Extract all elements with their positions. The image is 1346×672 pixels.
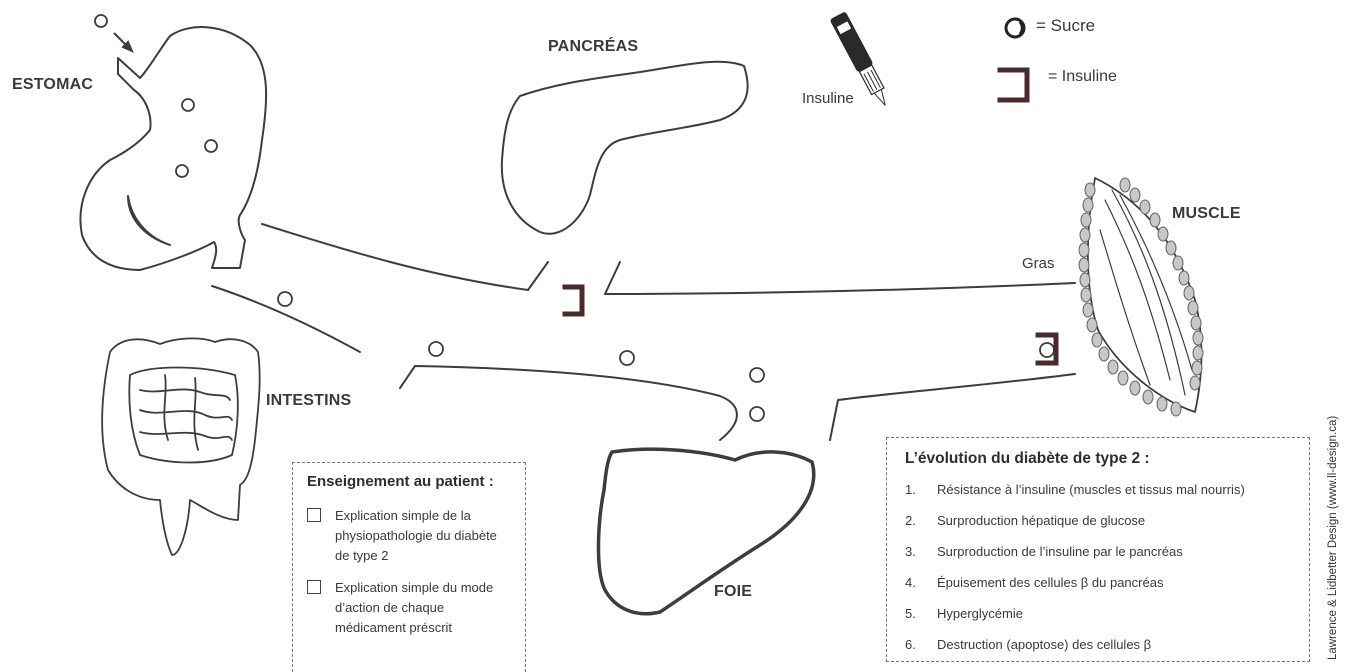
sugar-molecule	[749, 367, 765, 383]
checkbox[interactable]	[307, 580, 321, 594]
intestines-label: INTESTINS	[266, 392, 352, 409]
muscle-fiber	[1099, 189, 1193, 396]
sugar-molecule	[277, 291, 293, 307]
insulin-molecule	[1035, 332, 1059, 366]
pancreas-label: PANCRÉAS	[548, 38, 639, 55]
vessel-intestine-top	[211, 285, 361, 353]
evolution-item: 5.Hyperglycémie	[905, 606, 1023, 621]
sugar-molecule	[1039, 342, 1055, 358]
patient-education-box: Enseignement au patient : Explication si…	[292, 462, 526, 672]
evolution-item: 3.Surproduction de l’insuline par le pan…	[905, 544, 1183, 559]
muscle-label: MUSCLE	[1172, 205, 1241, 222]
patient-education-item: Explication simple de la physiopathologi…	[307, 506, 513, 566]
sugar-molecule	[619, 350, 635, 366]
insulin-pen-label: Insuline	[802, 90, 854, 107]
evolution-item: 6.Destruction (apoptose) des cellules β	[905, 637, 1152, 652]
evolution-item: 2.Surproduction hépatique de glucose	[905, 513, 1146, 528]
evolution-title: L’évolution du diabète de type 2 :	[905, 450, 1150, 467]
evolution-box: L’évolution du diabète de type 2 : 1.Rés…	[886, 437, 1310, 662]
sugar-molecule	[428, 341, 444, 357]
liver-shape	[596, 447, 816, 616]
pancreas-shape	[500, 60, 749, 235]
checkbox[interactable]	[307, 508, 321, 522]
legend-sugar: = Sucre	[1036, 16, 1096, 35]
insulin-legend-symbol	[997, 67, 1030, 103]
evolution-item: 1.Résistance à l’insuline (muscles et ti…	[905, 482, 1245, 497]
sugar-molecule	[175, 164, 189, 178]
insulin-pen-icon	[830, 12, 886, 106]
legend-insulin: = Insuline	[1048, 68, 1117, 85]
sugar-molecule	[181, 98, 195, 112]
vessel-pancreas-muscle	[604, 261, 1076, 295]
vessel-liver-muscle	[829, 373, 1076, 441]
muscle-fat-cells	[1078, 177, 1204, 417]
vessel-mid-liver	[399, 365, 738, 441]
stomach-curve	[127, 195, 171, 246]
liver-label: FOIE	[714, 583, 753, 600]
entry-arrow	[113, 32, 134, 53]
sugar-molecule	[94, 14, 108, 28]
sugar-molecule	[749, 406, 765, 422]
intestines-shape	[101, 337, 261, 556]
insulin-molecule	[562, 284, 585, 317]
evolution-item: 4.Épuisement des cellules β du pancréas	[905, 575, 1164, 590]
sugar-molecule	[204, 139, 218, 153]
credit-text: Lawrence & Lidbetter Design (www.ll-desi…	[1327, 415, 1339, 660]
stomach-label: ESTOMAC	[12, 76, 94, 93]
vessel-stomach-pancreas	[261, 223, 549, 291]
stomach-shape	[79, 26, 268, 271]
fat-label: Gras	[1022, 255, 1055, 272]
patient-education-item: Explication simple du mode d’action de c…	[307, 578, 513, 638]
patient-education-title: Enseignement au patient :	[307, 473, 494, 490]
